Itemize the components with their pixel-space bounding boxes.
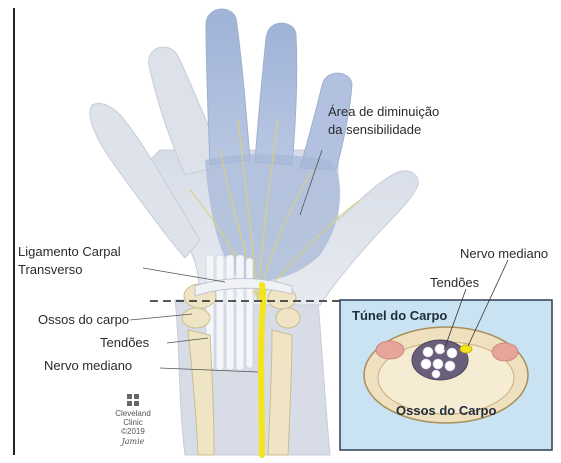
- ring-finger: [255, 23, 297, 165]
- logo-copyright: ©2019: [108, 427, 158, 436]
- label-transverse-ligament-2: Transverso: [18, 262, 83, 278]
- artist-signature: Jamie: [108, 437, 158, 446]
- cleveland-clinic-logo-icon: [126, 393, 140, 407]
- inset-label-carpal-bones: Ossos do Carpo: [396, 403, 496, 418]
- inset-title: Túnel do Carpo: [352, 308, 447, 323]
- label-reduced-sensation-1: Área de diminuição: [328, 104, 439, 120]
- tendons: [206, 255, 253, 370]
- median-nerve: [261, 285, 263, 455]
- label-transverse-ligament-1: Ligamento Carpal: [18, 244, 121, 260]
- middle-finger: [206, 9, 250, 165]
- inset-label-tendons: Tendões: [430, 275, 479, 291]
- label-carpal-bones: Ossos do carpo: [38, 312, 129, 328]
- label-reduced-sensation-2: da sensibilidade: [328, 122, 421, 138]
- cross-section-median-nerve: [460, 345, 472, 353]
- logo-name-line1: Cleveland: [108, 409, 158, 418]
- label-median-nerve: Nervo mediano: [44, 358, 132, 374]
- logo-name-line2: Clinic: [108, 418, 158, 427]
- label-tendons: Tendões: [100, 335, 149, 351]
- inset-label-median-nerve: Nervo mediano: [460, 246, 548, 262]
